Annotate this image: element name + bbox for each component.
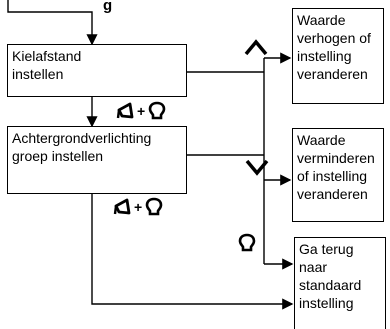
speech-bubble-left-icon [113, 198, 131, 215]
bulb-key-icon [238, 233, 256, 252]
speech-bubble-left-icon [116, 102, 134, 119]
box-verminderen-label: Waarde verminderen of instelling verande… [297, 132, 375, 202]
box-verminderen: Waarde verminderen of instelling verande… [292, 128, 384, 222]
key-combo-2: + [112, 197, 164, 217]
top-label: g [103, 0, 113, 14]
bulb-key-icon [148, 101, 166, 120]
box-terug-label: Ga terug naar standaard instelling [299, 241, 362, 311]
box-achtergrond: Achtergrondverlichting groep instellen [7, 126, 187, 194]
plus-sign-2: + [134, 199, 143, 215]
box-achtergrond-label: Achtergrondverlichting groep instellen [12, 130, 152, 164]
key-combo-1: + [115, 101, 167, 121]
box-verhogen-label: Waarde verhogen of instelling veranderen [297, 12, 371, 82]
box-verhogen: Waarde verhogen of instelling veranderen [292, 8, 384, 104]
caret-up-icon [244, 39, 268, 56]
box-kielafstand-label: Kielafstand instellen [12, 48, 82, 82]
box-terug: Ga terug naar standaard instelling [294, 237, 386, 329]
bulb-key-icon [145, 197, 163, 216]
plus-sign-1: + [137, 103, 146, 119]
box-kielafstand: Kielafstand instellen [7, 44, 187, 97]
caret-down-icon [245, 159, 269, 176]
